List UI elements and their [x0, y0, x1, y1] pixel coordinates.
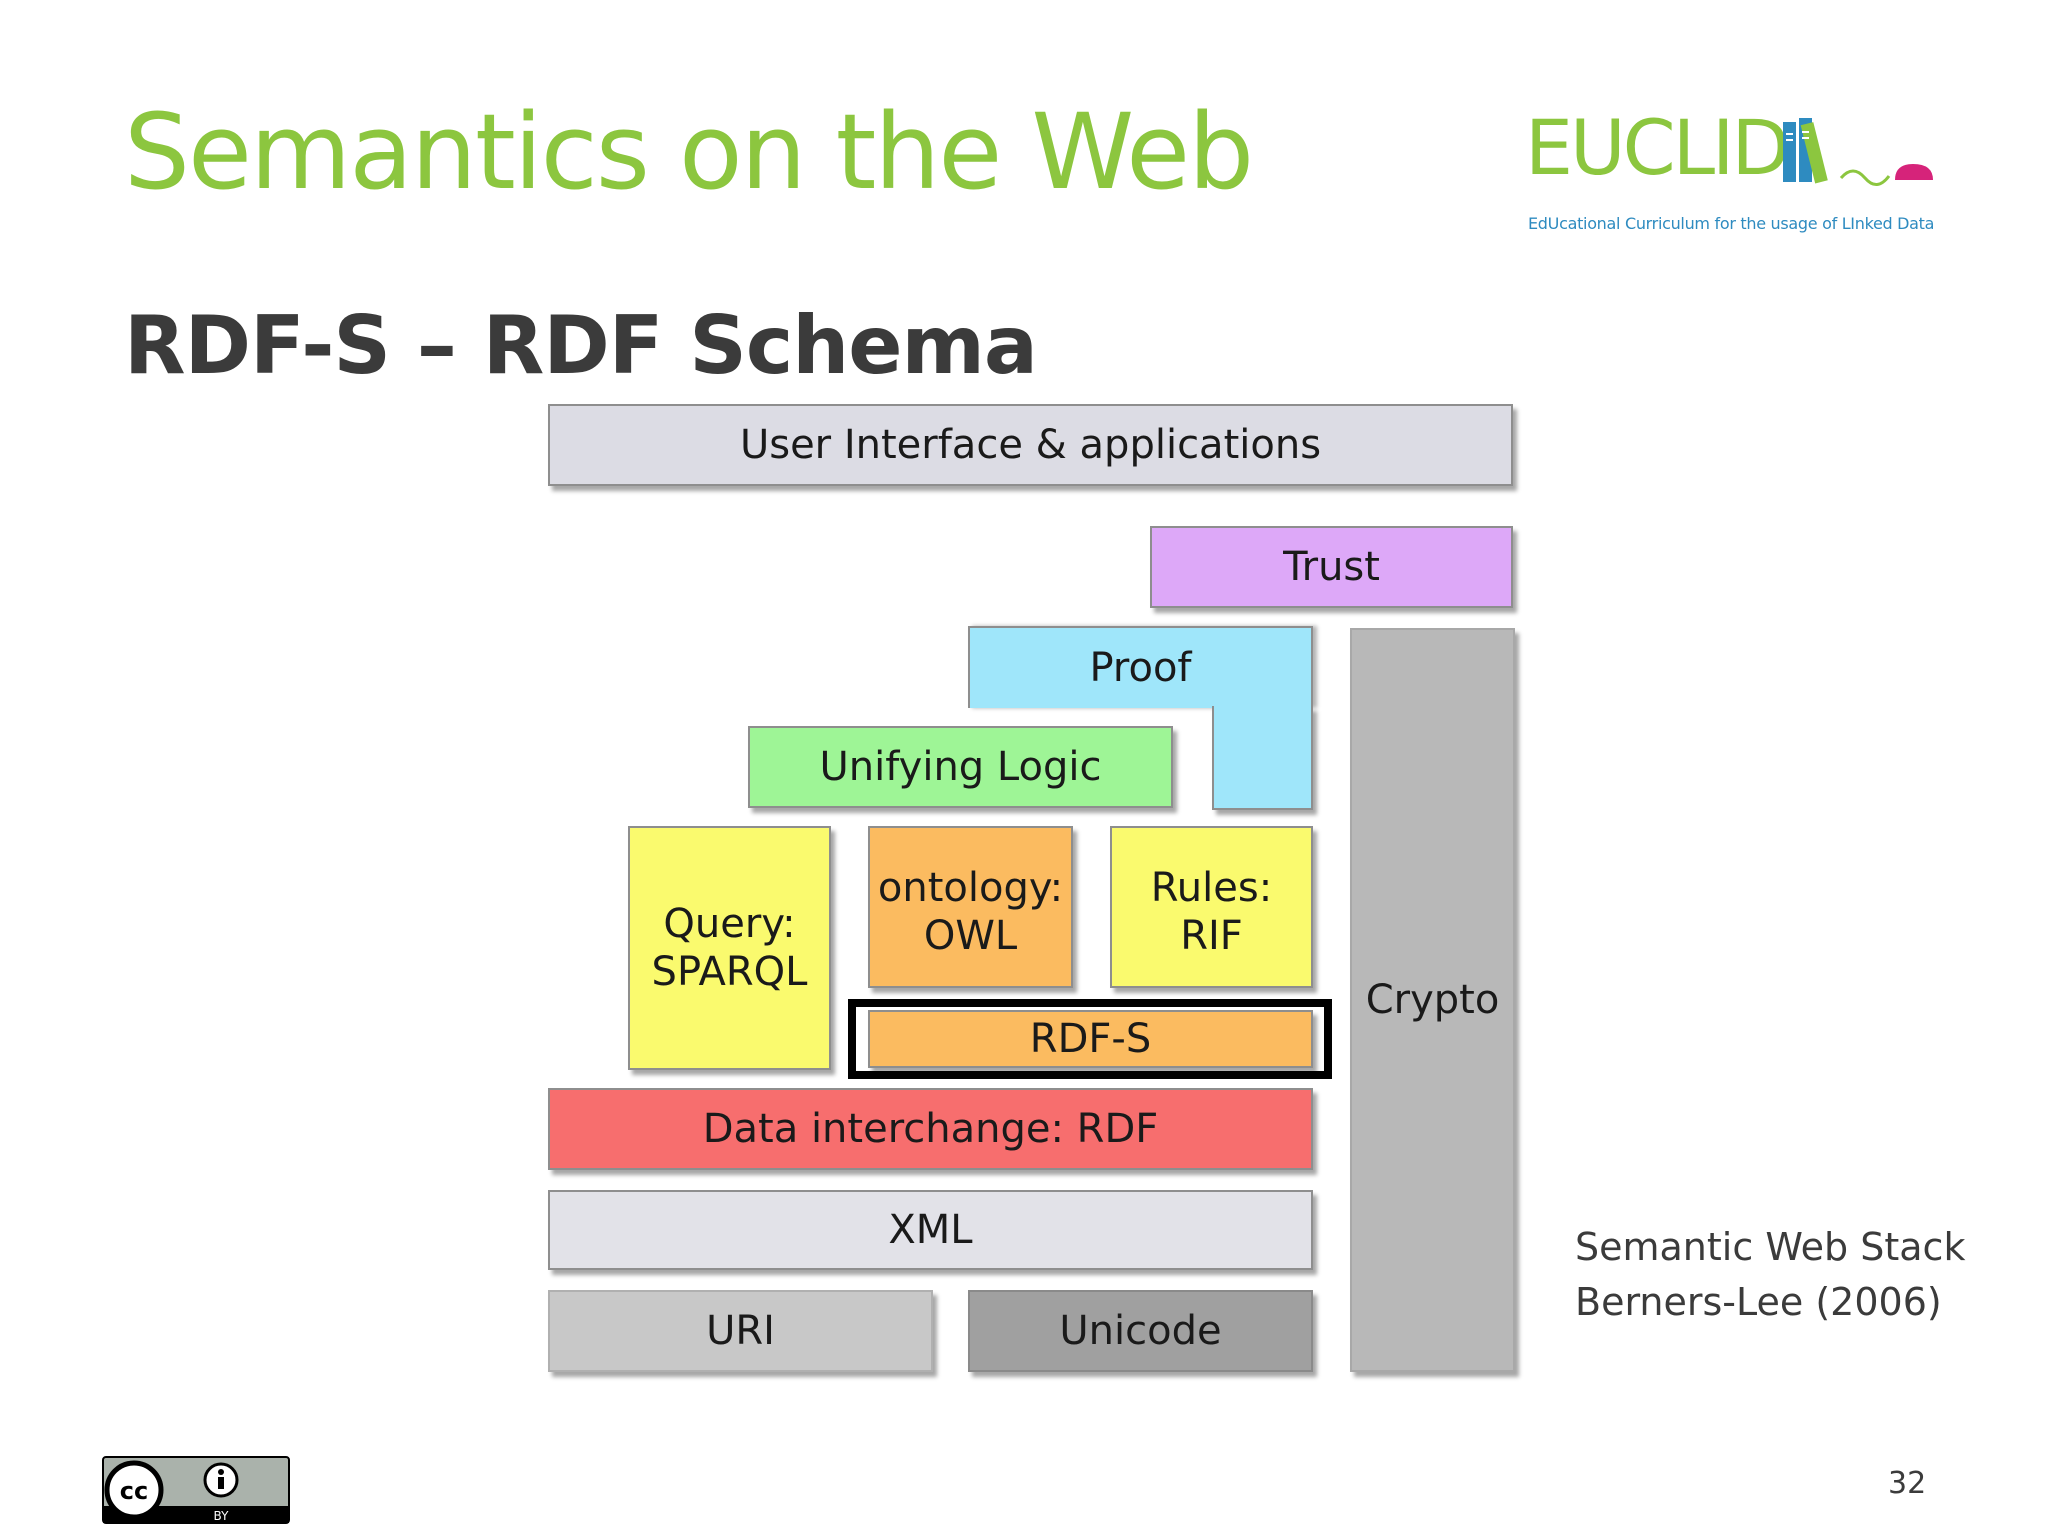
layer-user-interface: User Interface & applications [548, 404, 1513, 486]
layer-proof: Proof [968, 626, 1313, 708]
layer-label: Rules: RIF [1150, 865, 1273, 959]
layer-data-interchange-rdf: Data interchange: RDF [548, 1088, 1313, 1170]
slide-title: Semantics on the Web [124, 91, 1254, 213]
layer-xml: XML [548, 1190, 1313, 1270]
layer-label: Trust [1283, 544, 1380, 590]
layer-rdf-schema: RDF-S [868, 1010, 1313, 1068]
page-number: 32 [1888, 1466, 1927, 1501]
layer-crypto: Crypto [1350, 628, 1515, 1372]
layer-uri: URI [548, 1290, 933, 1372]
layer-label: Proof [1089, 645, 1192, 691]
euclid-logo: EUCLID EdUcational Curriculum for the us… [1525, 110, 1945, 250]
layer-label: Unicode [1059, 1308, 1222, 1354]
layer-label: URI [706, 1308, 775, 1354]
slide-subtitle: RDF-S – RDF Schema [124, 299, 1038, 392]
logo-wordmark: EUCLID [1525, 103, 1790, 192]
layer-ontology-owl: ontology: OWL [868, 826, 1073, 988]
layer-label: Data interchange: RDF [702, 1106, 1159, 1152]
layer-label: User Interface & applications [739, 422, 1322, 468]
layer-trust: Trust [1150, 526, 1513, 608]
rdfs-highlight-frame [848, 999, 1332, 1079]
layer-label: Unifying Logic [819, 744, 1102, 790]
svg-text:cc: cc [120, 1477, 148, 1505]
logo-tagline: EdUcational Curriculum for the usage of … [1528, 214, 1935, 233]
layer-label: RDF-S [1029, 1016, 1152, 1062]
layer-label: ontology: OWL [877, 865, 1064, 959]
books-mouse-icon [1783, 118, 1933, 186]
layer-unicode: Unicode [968, 1290, 1313, 1372]
cc-badge-text: BY [214, 1509, 230, 1523]
layer-query-sparql: Query: SPARQL [628, 826, 831, 1070]
caption-line-2: Berners-Lee (2006) [1575, 1280, 1942, 1325]
figure-caption: Semantic Web Stack Berners-Lee (2006) [1575, 1220, 1965, 1330]
layer-label: Query: SPARQL [651, 901, 808, 995]
caption-line-1: Semantic Web Stack [1575, 1225, 1966, 1269]
cc-by-icon: cc BY [102, 1456, 290, 1524]
layer-rules-rif: Rules: RIF [1110, 826, 1313, 988]
layer-label: XML [888, 1207, 973, 1253]
layer-unifying-logic: Unifying Logic [748, 726, 1173, 808]
layer-proof-extension [1212, 706, 1313, 810]
layer-label: Crypto [1365, 977, 1500, 1023]
